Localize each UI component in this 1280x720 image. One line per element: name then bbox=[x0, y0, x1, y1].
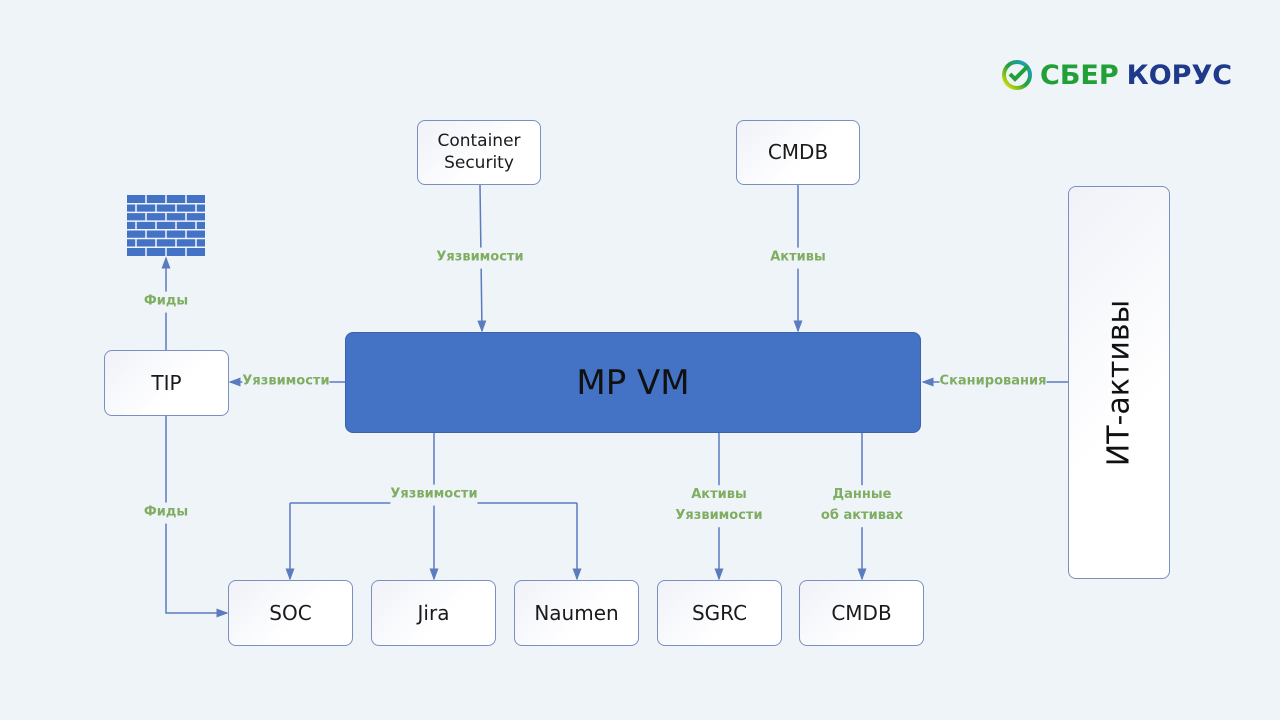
label-scans: Сканирования bbox=[939, 371, 1047, 393]
node-sgrc[interactable]: SGRC bbox=[657, 580, 782, 646]
label-container-vulns: Уязвимости bbox=[436, 247, 524, 269]
label-tickets-vulns: Уязвимости bbox=[390, 484, 478, 506]
node-jira[interactable]: Jira bbox=[371, 580, 496, 646]
label-sgrc-line2: Уязвимости bbox=[675, 508, 763, 523]
node-soc[interactable]: SOC bbox=[228, 580, 353, 646]
node-cmdb-top[interactable]: CMDB bbox=[736, 120, 860, 185]
edge-tip-soc bbox=[165, 416, 229, 618]
sber-korus-logo: СБЕР КОРУС bbox=[1000, 58, 1232, 92]
label-cmdb-assets: Активы bbox=[770, 247, 826, 269]
label-sgrc-line1: Активы bbox=[691, 487, 747, 503]
logo-sber: СБЕР bbox=[1040, 59, 1119, 91]
label-cmdb-data: Данные об активах bbox=[820, 485, 904, 527]
label-mpvm-tip: Уязвимости bbox=[242, 371, 330, 393]
logo-korus: КОРУС bbox=[1126, 59, 1233, 91]
firewall-icon bbox=[127, 195, 205, 256]
node-naumen[interactable]: Naumen bbox=[514, 580, 639, 646]
label-cmdb-line1: Данные bbox=[832, 487, 892, 503]
node-tip[interactable]: TIP bbox=[104, 350, 229, 416]
it-assets-label: ИТ-активы bbox=[1101, 299, 1137, 466]
label-cmdb-line2: об активах bbox=[820, 508, 904, 523]
label-sgrc: Активы Уязвимости bbox=[675, 485, 763, 527]
node-mp-vm[interactable]: MP VM bbox=[345, 332, 921, 433]
mp-vm-label: MP VM bbox=[576, 362, 690, 403]
label-tip-firewall: Фиды bbox=[143, 291, 189, 313]
node-container-security[interactable]: Container Security bbox=[417, 120, 541, 185]
node-it-assets[interactable]: ИТ-активы bbox=[1068, 186, 1170, 579]
node-cmdb-bottom[interactable]: CMDB bbox=[799, 580, 924, 646]
label-tip-soc: Фиды bbox=[143, 502, 189, 524]
sber-check-icon bbox=[1002, 60, 1032, 90]
